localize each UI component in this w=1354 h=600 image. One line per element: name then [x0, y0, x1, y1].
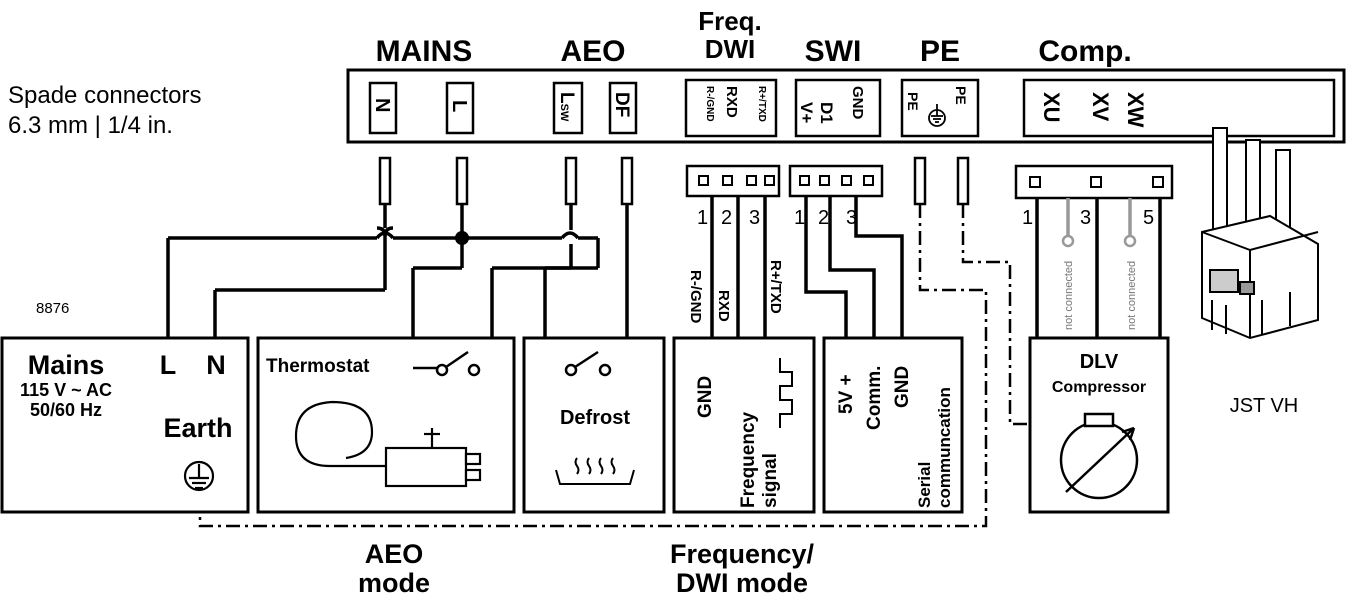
- freq-gnd: GND: [695, 376, 716, 418]
- swi-pin-1: 1: [794, 207, 805, 229]
- thermostat-switch-icon: [413, 350, 481, 377]
- terminal-v-plus: V+: [797, 102, 816, 123]
- terminal-xu: XU: [1039, 92, 1064, 123]
- earth-icon: [183, 460, 215, 492]
- mains-voltage: 115 V ~ AC: [20, 380, 112, 400]
- swi-pin-2: 2: [818, 207, 829, 229]
- comp-wires: [1035, 198, 1162, 338]
- mains-earth: Earth: [163, 413, 232, 443]
- defrost-label: Defrost: [560, 407, 630, 429]
- terminal-gnd: GND: [849, 86, 866, 120]
- spade-line1: Spade connectors: [8, 82, 201, 109]
- comp-pin-5: 5: [1143, 207, 1154, 229]
- terminal-n: N: [371, 98, 393, 112]
- swi-wires: [804, 196, 904, 338]
- dwi-pin-1: 1: [697, 207, 708, 229]
- terminal-r-gnd: R-/GND: [704, 86, 715, 122]
- wire-label-r-gnd: R-/GND: [687, 270, 704, 323]
- mode-aeo-line2: mode: [358, 568, 430, 598]
- swi-5v: 5V +: [836, 374, 857, 414]
- mode-freq-line2: DWI mode: [676, 568, 808, 598]
- terminal-pe-a: PE: [905, 92, 921, 111]
- comp-plug: [1014, 164, 1174, 200]
- dwi-pin-2: 2: [721, 207, 732, 229]
- swi-gnd: GND: [892, 366, 913, 408]
- dwi-wires: [710, 196, 767, 338]
- wire-label-r-txd: R+/TXD: [767, 260, 784, 314]
- compressor-icon: [1059, 412, 1139, 500]
- header-comp: Comp.: [1038, 35, 1131, 68]
- swi-pin-3: 3: [846, 207, 857, 229]
- heater-icon: [555, 457, 635, 485]
- mains-l: L: [160, 350, 177, 380]
- thermostat-label: Thermostat: [266, 356, 370, 377]
- terminal-xv: XV: [1088, 92, 1113, 122]
- terminal-pe-b: PE: [953, 86, 969, 105]
- serial-line2: communcation: [935, 387, 954, 508]
- terminal-d1: D1: [817, 102, 836, 124]
- terminal-r-txd: R+/TXD: [756, 86, 767, 122]
- swi-comm: Comm.: [864, 366, 885, 430]
- header-mains: MAINS: [376, 35, 473, 68]
- terminal-rxd: RXD: [723, 86, 740, 118]
- header-swi: SWI: [805, 35, 862, 68]
- comp-pin-1: 1: [1022, 207, 1033, 229]
- mode-freq-line1: Frequency/: [670, 539, 815, 569]
- terminal-df: DF: [611, 92, 632, 117]
- defrost-switch-icon: [564, 350, 612, 377]
- terminal-xw: XW: [1123, 92, 1148, 128]
- serial-line1: Serial: [915, 462, 934, 508]
- mains-freq: 50/60 Hz: [30, 400, 102, 420]
- wire-label-rxd: RXD: [715, 290, 732, 322]
- header-pe: PE: [920, 35, 960, 68]
- not-connected-b: not connected: [1126, 261, 1138, 330]
- frequency-box: [672, 336, 816, 514]
- dwi-pin-3: 3: [749, 207, 760, 229]
- jst-connector-icon: [1201, 127, 1319, 340]
- header-freq-line1: Freq.: [698, 6, 762, 36]
- dlv-label: DLV: [1080, 351, 1119, 373]
- not-connected-a: not connected: [1063, 261, 1075, 330]
- header-freq-line2: DWI: [705, 34, 756, 64]
- dwi-plug: [685, 164, 781, 198]
- swi-plug: [788, 164, 884, 198]
- mains-title: Mains: [28, 350, 105, 380]
- spade-line2: 6.3 mm | 1/4 in.: [8, 112, 173, 139]
- ref-number: 8876: [36, 300, 69, 317]
- terminal-lsw: LSW: [556, 92, 577, 122]
- terminal-l: L: [448, 100, 470, 112]
- comp-pin-3: 3: [1080, 207, 1091, 229]
- mode-aeo-line1: AEO: [365, 539, 424, 569]
- swi-box: [822, 336, 964, 514]
- square-wave-icon: [779, 358, 793, 428]
- compressor-label: Compressor: [1052, 379, 1146, 396]
- earth-lines: [198, 204, 1030, 528]
- header-aeo: AEO: [560, 35, 625, 68]
- thermostat-sensor-icon: [294, 400, 482, 488]
- l-junction-dot: [455, 231, 469, 245]
- pe-ground-icon: [928, 104, 946, 127]
- freq-signal-line1: Frequency: [738, 411, 759, 508]
- mains-box: [0, 336, 250, 514]
- jst-label: JST VH: [1230, 395, 1299, 417]
- freq-signal-line2: signal: [760, 453, 781, 508]
- mains-n: N: [206, 350, 226, 380]
